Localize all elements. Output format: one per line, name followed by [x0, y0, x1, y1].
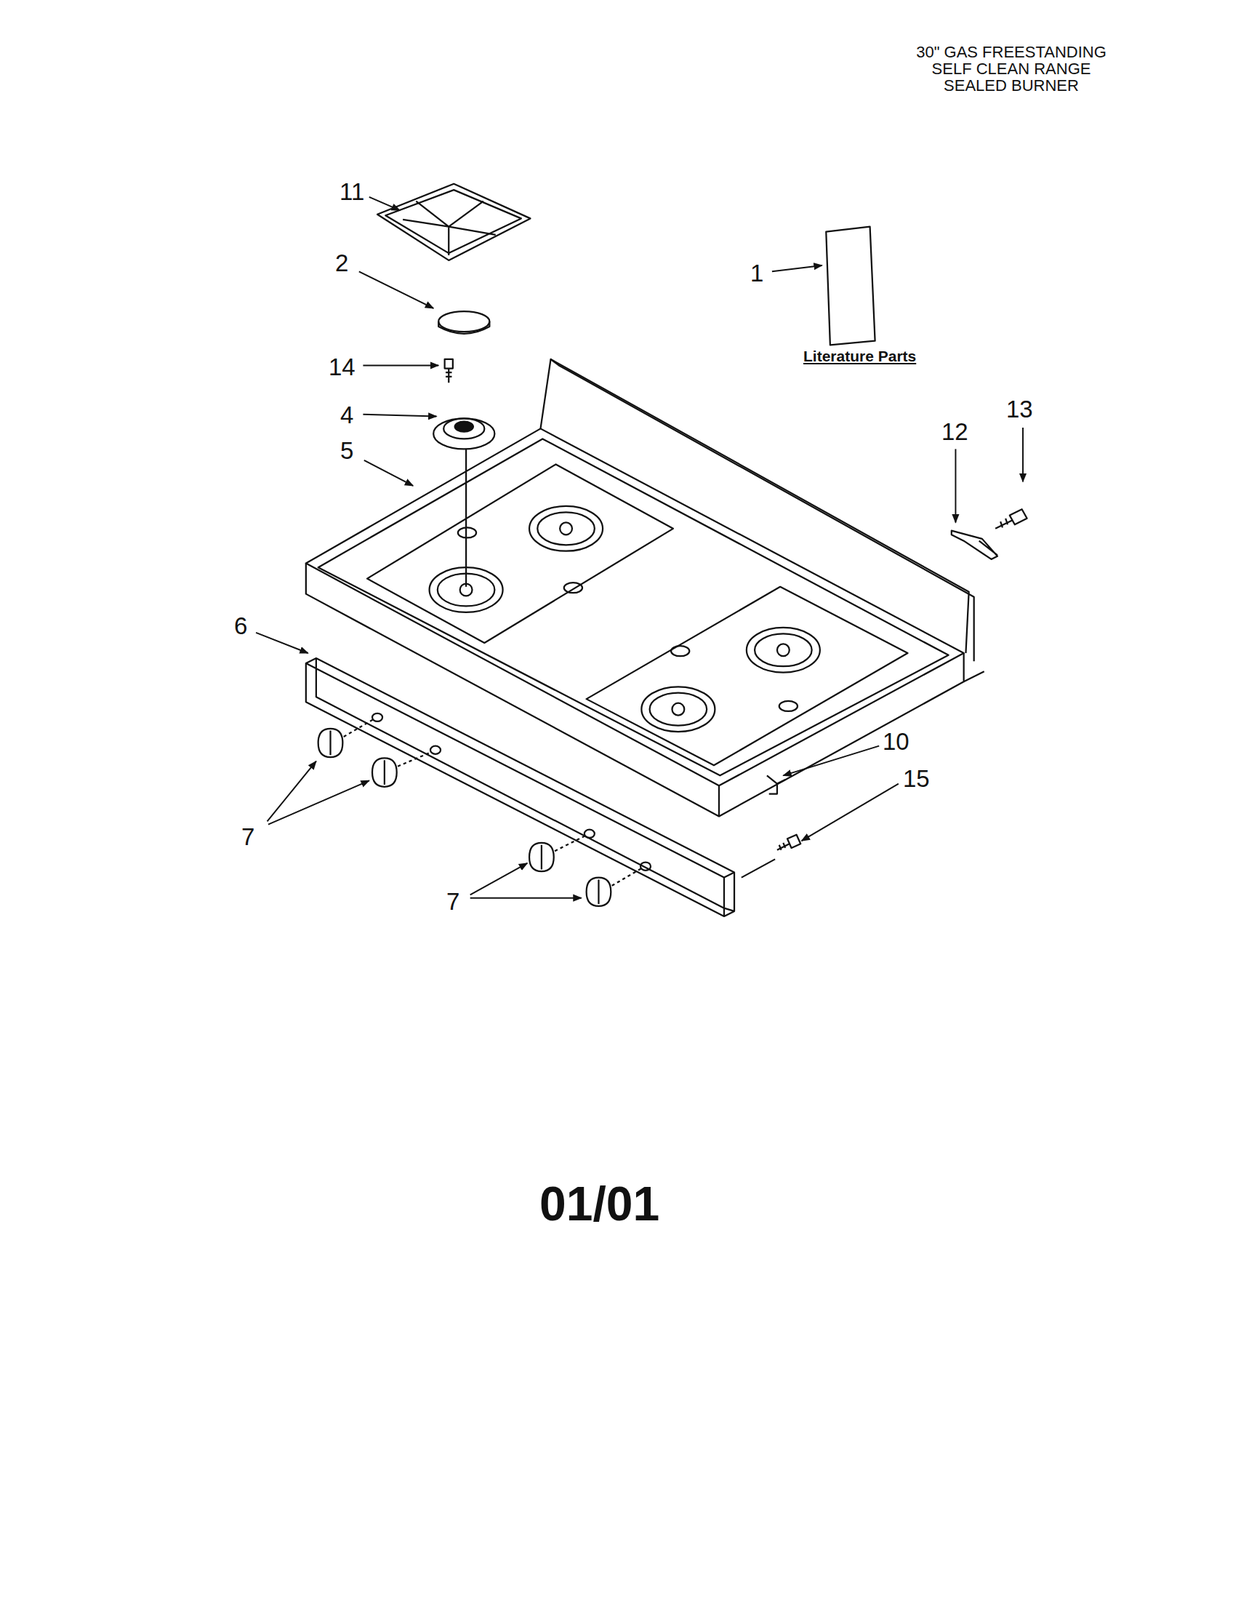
callout-number: 10: [882, 728, 910, 755]
burner-cap: [438, 311, 490, 332]
callout-number: 15: [902, 765, 930, 792]
callout-number: 13: [1006, 396, 1034, 423]
burner-base: [641, 686, 715, 732]
clip: [766, 774, 786, 794]
callout-number: 14: [328, 354, 356, 381]
igniter-hole: [671, 645, 690, 656]
cooktop: [306, 183, 1028, 917]
screw: [995, 508, 1027, 529]
callout-number: 4: [340, 402, 354, 429]
igniter-hole: [458, 527, 477, 538]
callout-number: 7: [446, 888, 460, 915]
control-panel: [306, 657, 735, 917]
literature-booklet: [825, 226, 875, 346]
knob-hole: [640, 862, 651, 871]
bracket: [951, 530, 998, 560]
burner-base: [537, 511, 595, 545]
igniter-hole: [564, 582, 583, 593]
screw: [777, 834, 801, 850]
callout-number: 11: [339, 178, 365, 206]
burner-panel: [367, 463, 674, 642]
control-panel-edge: [306, 657, 735, 917]
knob-hole: [430, 745, 441, 754]
burner-head: [455, 421, 474, 432]
burner-port: [559, 521, 573, 535]
burner-port: [671, 703, 685, 716]
burner-base: [649, 692, 708, 726]
callout-number: 2: [335, 250, 349, 277]
burner-panel: [586, 586, 909, 765]
side-face: [719, 652, 965, 816]
burner-head: [443, 418, 485, 439]
burner-cap-edge: [438, 321, 490, 334]
page-caption: 01/01: [539, 1175, 660, 1231]
screw: [444, 359, 453, 383]
title-text: 30" GAS FREESTANDING SELF CLEAN RANGE SE…: [905, 43, 1117, 94]
callout-number: 5: [340, 437, 354, 464]
leader-lines: [255, 197, 1023, 898]
burner-base: [754, 633, 813, 666]
section-label: Literature Parts: [803, 347, 917, 365]
knob-hole: [372, 713, 383, 722]
burner-head: [433, 418, 495, 449]
burner-base: [529, 505, 603, 552]
burner-grate: [377, 183, 530, 261]
callout-number: 6: [234, 612, 248, 640]
burner-port: [777, 643, 790, 656]
callout-number: 1: [750, 260, 764, 287]
burner-base: [746, 627, 821, 673]
knobs: [318, 719, 642, 906]
igniter-hole: [779, 700, 798, 712]
assembly-line: [465, 448, 467, 586]
knob-hole: [584, 829, 595, 838]
callout-number: 12: [941, 418, 969, 445]
body-edge: [741, 671, 985, 877]
callout-number: 7: [241, 823, 255, 850]
